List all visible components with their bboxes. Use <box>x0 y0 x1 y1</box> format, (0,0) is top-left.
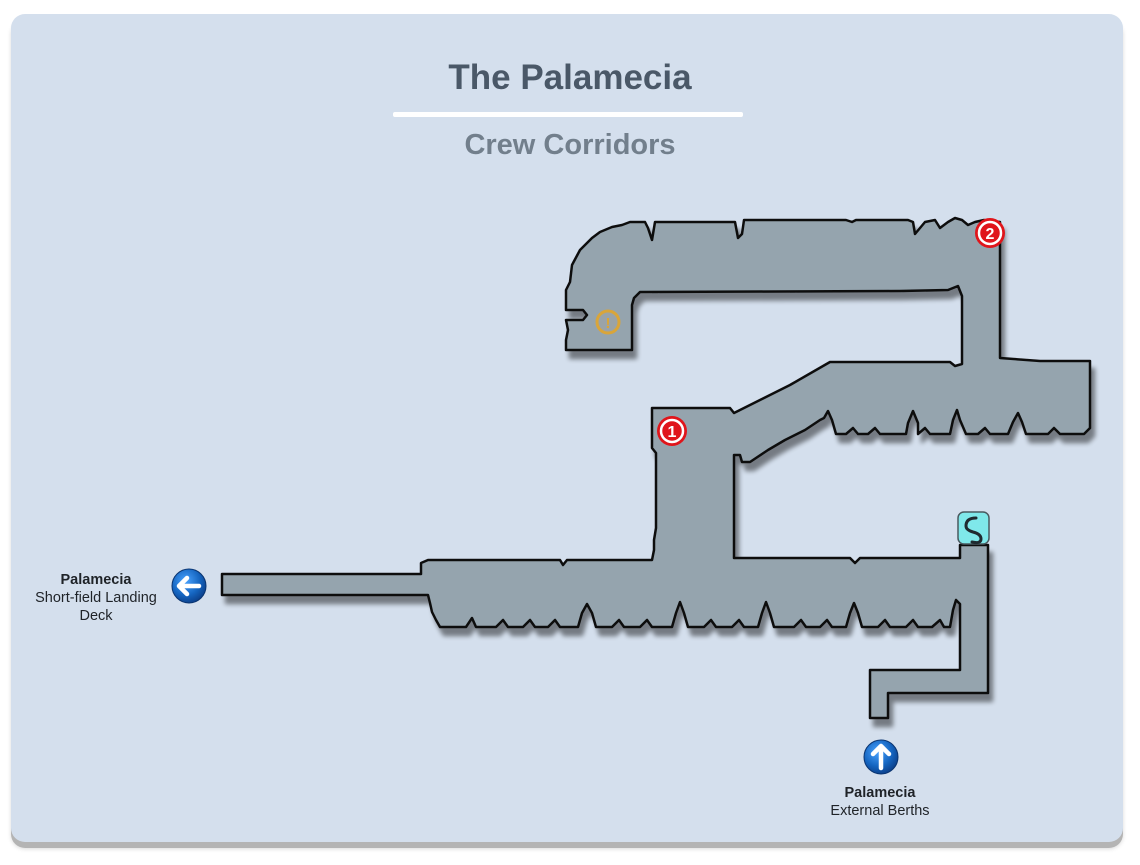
exit-south-description: External Berths <box>830 803 930 819</box>
warning-icon[interactable]: ! <box>595 309 621 335</box>
title-divider <box>393 112 743 117</box>
marker-2[interactable]: 2 <box>975 218 1005 248</box>
exit-west-name: Palamecia <box>60 572 132 588</box>
marker-1[interactable]: 1 <box>657 416 687 446</box>
arrow-left-icon[interactable] <box>171 568 207 604</box>
map-subtitle: Crew Corridors <box>464 129 676 161</box>
save-point-icon[interactable] <box>957 511 990 545</box>
exit-west-label: Palamecia Short-field Landing Deck <box>22 571 170 625</box>
map-title: The Palamecia <box>448 58 692 97</box>
marker-1-label: 1 <box>668 424 677 441</box>
marker-2-label: 2 <box>986 226 995 243</box>
arrow-up-icon[interactable] <box>863 739 899 775</box>
exit-south-name: Palamecia <box>844 785 916 801</box>
warning-glyph: ! <box>606 315 611 332</box>
corridor-north <box>220 216 1092 720</box>
exit-west-description: Short-field Landing Deck <box>35 590 157 624</box>
exit-south-label: Palamecia External Berths <box>805 784 955 820</box>
